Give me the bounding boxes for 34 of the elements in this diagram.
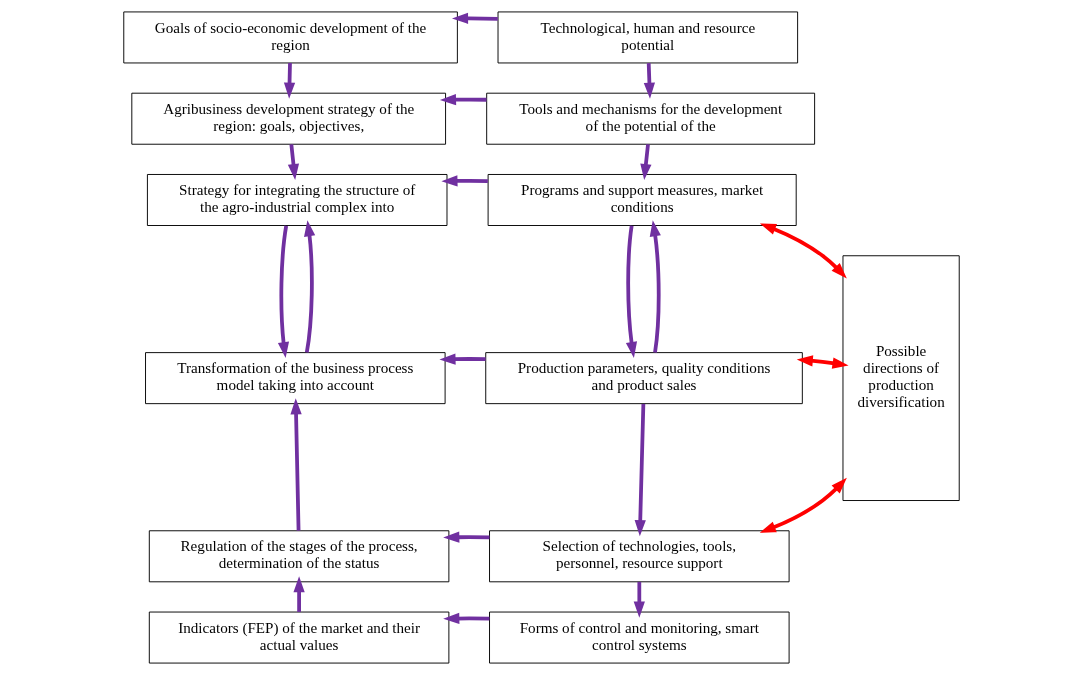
node-box: Programs and support measures, market conditions (487, 174, 797, 226)
arrow (439, 353, 486, 365)
node-box: Technological, human and resource potential (497, 11, 799, 64)
node-box: Strategy for integrating the structure of the agro-industrial complex into (146, 174, 448, 226)
arrow (287, 144, 300, 181)
arrow (304, 220, 316, 353)
node-box: Possible directions of production diversification (842, 255, 960, 501)
arrow (625, 225, 638, 359)
arrow (634, 403, 646, 537)
arrow (283, 63, 296, 99)
arrow (451, 12, 498, 24)
arrow (293, 576, 305, 612)
node-box: Indicators (FEP) of the market and their actual values (148, 611, 450, 664)
node-box: Regulation of the stages of the process, determination of the status (148, 530, 450, 583)
node-box: Selection of technologies, tools, personnel, resource support (489, 530, 790, 583)
arrow (633, 581, 645, 618)
arrow (649, 220, 661, 353)
arrow (443, 531, 490, 543)
node-box: Production parameters, quality conditions and product sales (485, 352, 803, 405)
arrow (759, 223, 847, 279)
arrow (759, 477, 847, 533)
node-box: Forms of control and monitoring, smart control systems (489, 611, 790, 664)
node-box: Goals of socio-economic development of the region (123, 11, 458, 64)
node-box: Tools and mechanisms for the development of the potential of the (486, 92, 816, 145)
arrow (290, 398, 302, 531)
arrow (439, 94, 487, 106)
arrow (443, 612, 490, 625)
arrow (277, 225, 290, 359)
arrow (640, 144, 652, 181)
node-box: Transformation of the business process model taking into account (145, 352, 446, 405)
arrow (643, 63, 656, 99)
node-box: Agribusiness development strategy of the region: goals, objectives, (131, 92, 447, 145)
arrow (796, 355, 849, 369)
arrow (441, 175, 488, 187)
